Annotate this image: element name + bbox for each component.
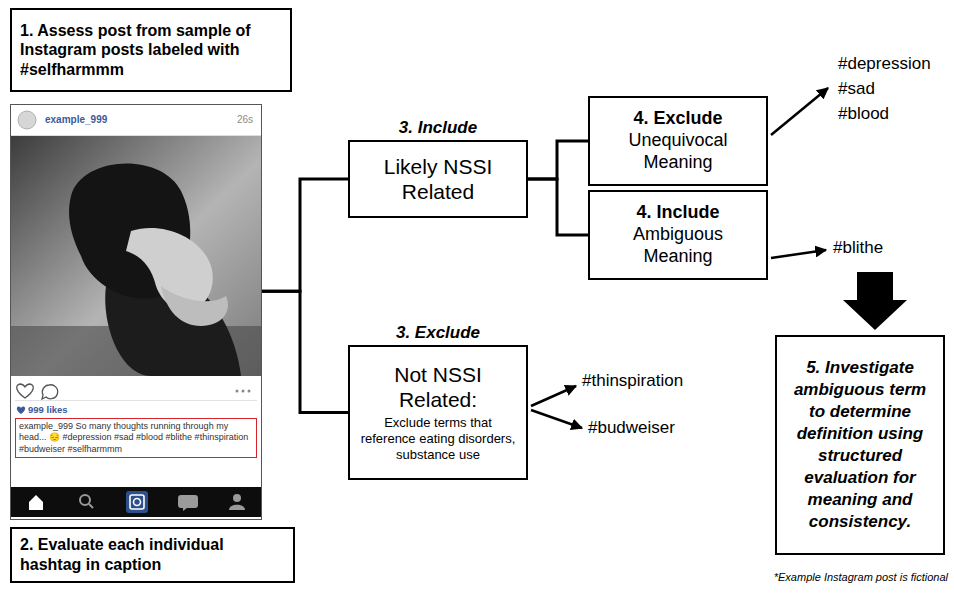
hashtag-label: #sad <box>838 79 875 99</box>
hashtag-label: #depression <box>838 54 931 74</box>
footnote: *Example Instagram post is fictional <box>774 571 948 583</box>
photo-ground <box>11 136 261 376</box>
criteria-box: 4. ExcludeUnequivocal Meaning <box>588 96 768 186</box>
block-arrow <box>843 272 907 330</box>
camera-icon <box>126 491 148 513</box>
menu-dot <box>242 390 245 393</box>
box-text: Unequivocal Meaning <box>598 130 758 174</box>
decision-box: 3. IncludeLikely NSSI Related <box>348 140 528 218</box>
instagram-post: example_999 26s 999 likes example_999 So ma… <box>10 104 262 520</box>
leader-arrow <box>771 250 826 258</box>
box-text: 2. Evaluate each individual hashtag in c… <box>20 535 285 574</box>
photo-illustration <box>11 136 261 376</box>
inbox-icon <box>178 495 198 511</box>
divider <box>15 400 257 401</box>
hashtag-label: #thinspiration <box>582 371 683 391</box>
connector <box>262 291 348 412</box>
connector <box>528 179 588 235</box>
box-text: 5. Investigate ambiguous term to determi… <box>785 357 935 534</box>
nav-bar <box>11 487 261 517</box>
connector <box>262 179 348 291</box>
profile-icon <box>233 494 241 502</box>
timestamp: 26s <box>237 114 253 125</box>
menu-dot <box>248 390 251 393</box>
heart-icon <box>17 406 25 414</box>
search-icon <box>80 495 90 505</box>
box-text: Likely NSSI Related <box>358 154 518 204</box>
step-box: 2. Evaluate each individual hashtag in c… <box>10 527 295 583</box>
camera-icon <box>130 495 144 509</box>
camera-icon <box>134 499 141 506</box>
hashtag-label: #budweiser <box>588 418 675 438</box>
box-text: 4. Include <box>636 202 719 224</box>
leader-arrow <box>531 386 576 406</box>
profile-icon <box>229 505 245 510</box>
nav-ground <box>11 487 261 517</box>
box-text: Exclude terms that reference eating diso… <box>358 415 518 463</box>
leader-arrow <box>771 88 828 135</box>
username: example_999 <box>45 114 107 125</box>
search-icon <box>89 504 93 508</box>
decision-box: 3. ExcludeNot NSSI Related:Exclude terms… <box>348 345 528 480</box>
connector <box>528 141 588 179</box>
menu-dot <box>236 390 239 393</box>
heart-icon <box>17 384 34 398</box>
likes-heart <box>16 405 26 415</box>
divider <box>11 135 261 136</box>
criteria-box: 4. IncludeAmbiguous Meaning <box>588 190 768 280</box>
post-caption: example_999 So many thoughts running thr… <box>19 421 253 455</box>
home-icon <box>29 495 43 510</box>
like-count: 999 likes <box>28 404 68 415</box>
figure-hand <box>161 286 228 326</box>
box-text: 1. Assess post from sample of Instagram … <box>20 21 282 80</box>
leader-arrow <box>531 410 582 428</box>
action-icons <box>11 381 261 401</box>
comment-icon <box>42 385 58 399</box>
step-heading: 3. Include <box>330 118 546 138</box>
box-text: Not NSSI Related: <box>358 362 518 412</box>
box-text: 4. Exclude <box>633 108 722 130</box>
step-box: 5. Investigate ambiguous term to determi… <box>775 335 945 555</box>
caption-highlight: example_999 So many thoughts running thr… <box>15 418 257 458</box>
step-box: 1. Assess post from sample of Instagram … <box>10 8 292 92</box>
hashtag-label: #blithe <box>833 238 883 258</box>
box-text: Ambiguous Meaning <box>598 224 758 268</box>
avatar <box>18 111 36 129</box>
step-heading: 3. Exclude <box>330 323 546 343</box>
hashtag-label: #blood <box>838 104 889 124</box>
